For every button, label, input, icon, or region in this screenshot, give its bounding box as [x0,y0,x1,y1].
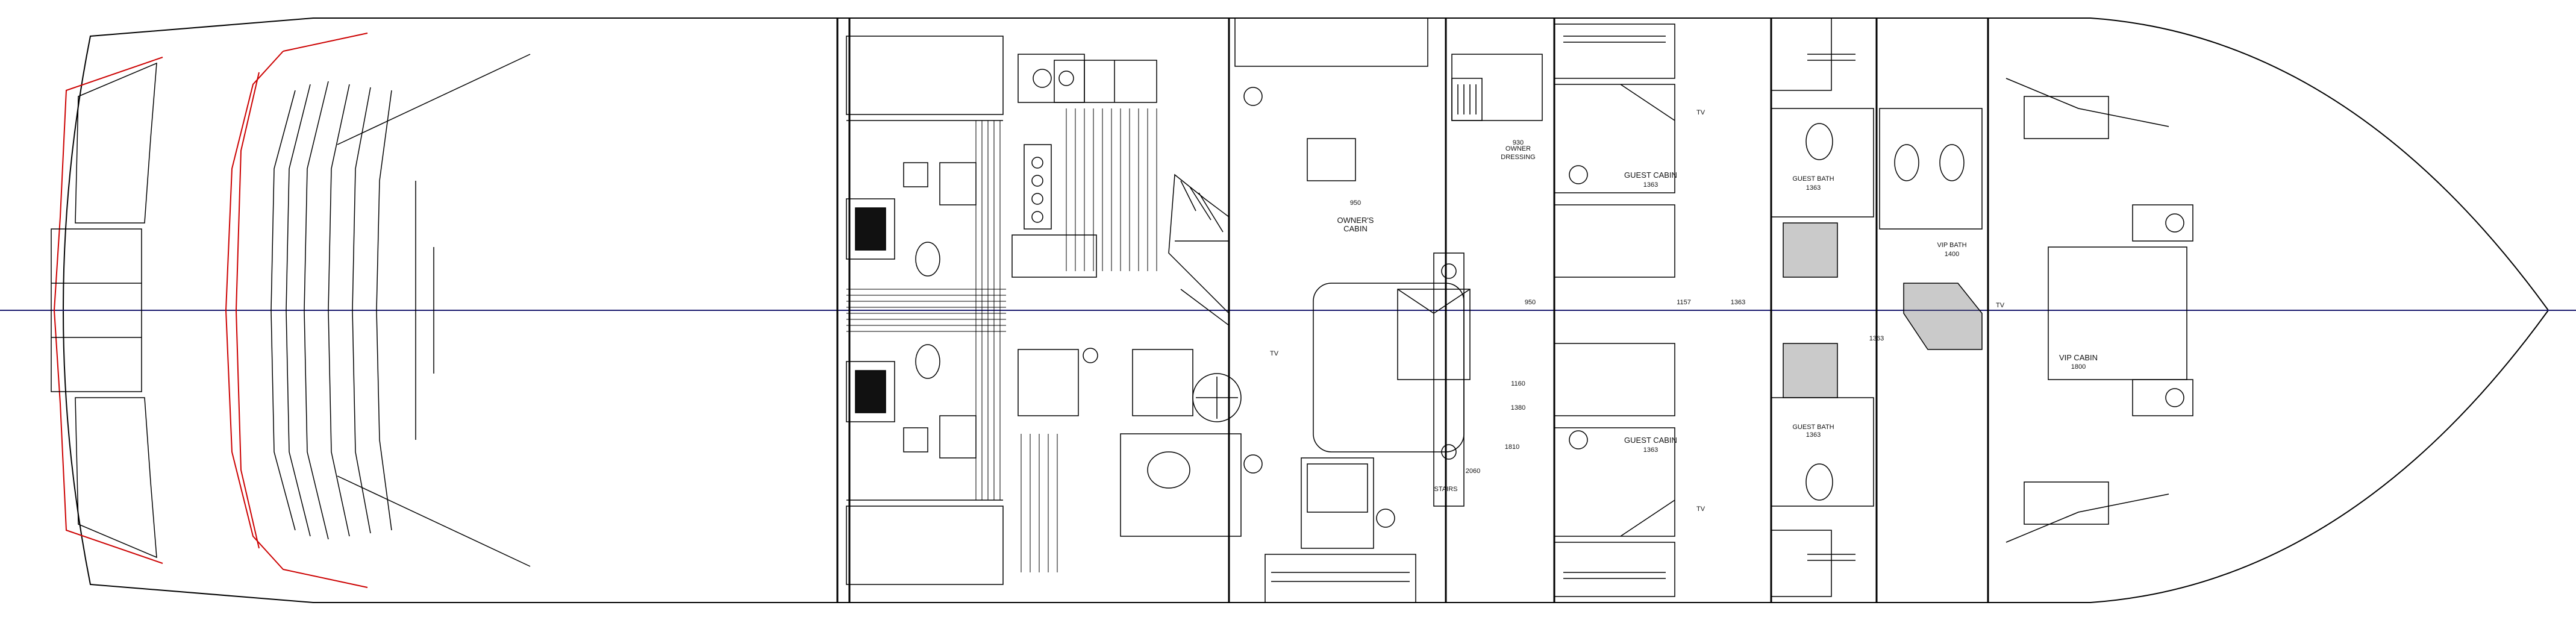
label-tv-4: TV [1996,302,2005,309]
label-guest-bath-top: GUEST BATH [1792,175,1834,183]
label-tv-3: TV [1696,506,1705,513]
dim-d14: 2060 [1466,468,1480,475]
owner-dressing [1433,54,1543,507]
label-tv-2: TV [1696,109,1705,116]
dim-d4: 1157 [1677,299,1691,306]
foredeck-red-outline [53,33,368,588]
label-guest-bath-bottom: GUEST BATH [1792,424,1834,431]
label-vip-bath: VIP BATH [1937,242,1966,249]
label-stairs: STAIRS [1434,486,1458,493]
crew-floor-hatching [846,121,1006,500]
hull-outline [63,17,2549,603]
dim-d16: 1400 [1945,251,1959,258]
dim-d6: 1363 [1643,181,1658,189]
dim-d1: 950 [1350,199,1361,207]
galley [1011,54,1157,416]
dim-d10: 1363 [1869,335,1884,342]
label-tv-1: TV [1270,350,1279,357]
dim-d13: 1810 [1505,443,1519,451]
dim-d5: 1363 [1731,299,1745,306]
label-guest-cabin-bottom: GUEST CABIN [1624,436,1677,445]
dim-d2: 930 [1513,139,1524,146]
galley-floor-hatching [1021,108,1157,572]
dim-d11: 1160 [1511,380,1525,387]
crew-area [846,36,1004,585]
dim-d9: 1363 [1806,431,1821,439]
foredeck-structure [51,54,531,567]
spiral-staircase [1120,174,1242,537]
dim-d8: 1363 [1806,184,1821,192]
label-guest-cabin-top: GUEST CABIN [1624,171,1677,180]
label-vip-cabin: VIP CABIN [2059,353,2098,362]
guest-cabins [1554,23,1675,597]
vip-suite [1879,78,2193,543]
guest-baths [1771,17,1874,597]
dim-d3: 950 [1525,299,1536,306]
dim-d7: 1363 [1643,446,1658,454]
dim-d12: 1380 [1511,404,1525,412]
dim-d15: 1800 [2071,363,2086,371]
dimension-labels: 950 930 950 1157 1363 1363 1363 1363 136… [1350,139,2086,475]
